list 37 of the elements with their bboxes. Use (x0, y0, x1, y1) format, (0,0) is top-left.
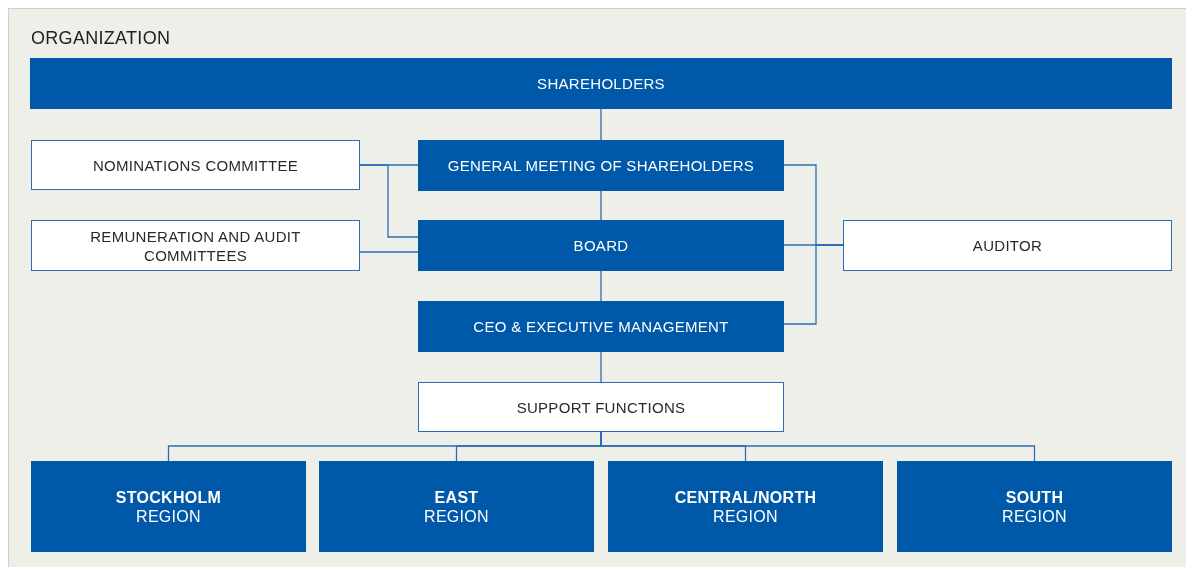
filled-box (319, 461, 594, 552)
filled-box (31, 461, 306, 552)
connector-line (600, 431, 1036, 462)
filled-box (418, 140, 784, 191)
connector-line (600, 351, 602, 383)
filled-box (418, 220, 784, 271)
filled-box (418, 301, 784, 352)
outlined-box (418, 382, 784, 432)
connector-line (600, 270, 602, 302)
connector-line (359, 164, 419, 238)
outlined-box (31, 220, 360, 271)
connector-line (359, 251, 419, 253)
diagram-title: ORGANIZATION (31, 28, 171, 49)
box-heading: SOUTH (1005, 487, 1064, 507)
box-label: SUPPORT FUNCTIONS (516, 397, 686, 417)
filled-box (608, 461, 883, 552)
outlined-box (843, 220, 1172, 271)
box-label: BOARD (573, 236, 629, 255)
box-label: SHAREHOLDERS (537, 74, 665, 93)
box-heading: STOCKHOLM (115, 487, 222, 507)
box-label: REMUNERATION AND AUDIT COMMITTEES (89, 226, 302, 265)
box-label: REGION (424, 506, 489, 526)
filled-box (30, 58, 1172, 109)
connector-line (600, 190, 602, 221)
filled-box (897, 461, 1172, 552)
box-heading: CENTRAL/NORTH (674, 487, 817, 507)
outlined-box (31, 140, 360, 190)
box-label: REGION (713, 506, 778, 526)
box-label: NOMINATIONS COMMITTEE (92, 155, 299, 175)
box-heading: EAST (434, 487, 479, 507)
box-label: REGION (136, 506, 201, 526)
box-label: AUDITOR (972, 236, 1043, 255)
connector-line (783, 244, 844, 325)
connector-line (600, 108, 602, 141)
box-label: GENERAL MEETING OF SHAREHOLDERS (447, 156, 755, 175)
box-label: REGION (1002, 506, 1067, 526)
box-label: CEO & EXECUTIVE MANAGEMENT (473, 317, 729, 336)
